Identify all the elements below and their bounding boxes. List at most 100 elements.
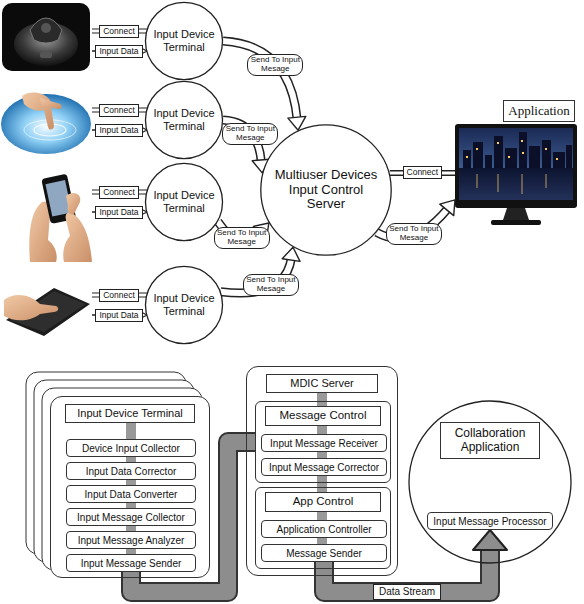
monitor-illustration-part bbox=[529, 146, 540, 168]
circle-shape bbox=[145, 81, 222, 158]
edge-label-box: Send To Input Mesage bbox=[222, 123, 278, 145]
container-box: Message ControlInput Message ReceiverInp… bbox=[255, 401, 391, 483]
arrow-head bbox=[282, 247, 300, 261]
wire-label-box: Connect bbox=[99, 25, 139, 38]
monitor-illustration-part bbox=[497, 174, 499, 192]
wire-label-box: Connect bbox=[99, 289, 139, 302]
circle-shape bbox=[145, 2, 222, 79]
touch-table-photo-part bbox=[22, 93, 54, 130]
edge-label-box: Send To Input Mesage bbox=[243, 274, 299, 296]
node-label: Input Message Processor bbox=[433, 516, 546, 527]
node-label: Multiuser Devices Input Control Server bbox=[271, 168, 381, 213]
wire-label: Input Data bbox=[99, 207, 138, 218]
monitor-illustration-part bbox=[556, 158, 558, 160]
monitor-illustration-part bbox=[553, 152, 565, 168]
node-label: Message Sender bbox=[286, 548, 362, 559]
touchpad-photo bbox=[4, 288, 90, 336]
module-box: Message Sender bbox=[261, 544, 387, 562]
monitor-illustration-part bbox=[542, 140, 551, 168]
node-label: Application Controller bbox=[276, 524, 371, 535]
stacked-terminal-frames-part bbox=[50, 396, 210, 578]
device-wire bbox=[92, 31, 147, 319]
edge-label: Connect bbox=[407, 167, 439, 178]
wire-label: Connect bbox=[103, 290, 135, 301]
wire-label-box: Input Data bbox=[95, 124, 142, 137]
wire-label: Input Data bbox=[99, 125, 138, 136]
module-box: Input Message Analyzer bbox=[66, 531, 196, 549]
wire-label-box: Input Data bbox=[95, 45, 142, 58]
wire-label-box: Connect bbox=[99, 104, 139, 117]
monitor-illustration-part bbox=[545, 174, 547, 188]
stacked-terminal-frames bbox=[26, 372, 210, 578]
monitor-illustration-part bbox=[519, 132, 527, 168]
edge-label-box: Data Stream bbox=[373, 584, 441, 600]
node-label: Input Device Terminal bbox=[152, 292, 216, 317]
process-circle: Input Device Terminal bbox=[145, 163, 223, 241]
node-label: Input Data Corrector bbox=[86, 466, 177, 477]
haptic-device-photo bbox=[2, 3, 90, 71]
monitor-illustration-part bbox=[505, 148, 517, 168]
heading-box: MDIC Server bbox=[266, 374, 378, 393]
module-box: Application Controller bbox=[261, 520, 387, 538]
smartphone-photo-part bbox=[63, 213, 92, 262]
node-label: Input Device Terminal bbox=[152, 28, 216, 53]
monitor-illustration-part bbox=[508, 156, 510, 158]
touchpad-photo-part bbox=[4, 295, 58, 320]
container-box: Input Device TerminalDevice Input Collec… bbox=[50, 396, 210, 578]
process-circle: Multiuser Devices Input Control Server bbox=[260, 124, 392, 256]
circle-shape bbox=[261, 125, 391, 255]
touch-table-photo-part bbox=[40, 98, 61, 109]
edge-label: Send To Input Mesage bbox=[250, 56, 300, 74]
edge-label: Send To Input Mesage bbox=[225, 125, 275, 143]
module-box: Input Message Processor bbox=[427, 512, 552, 530]
monitor-illustration-part bbox=[503, 208, 529, 220]
monitor-illustration-part bbox=[522, 152, 524, 154]
arrow-head bbox=[473, 530, 507, 550]
process-circle: Input Device Terminal bbox=[145, 2, 223, 80]
smartphone-photo-part bbox=[66, 193, 80, 214]
wire-label: Input Data bbox=[99, 310, 138, 321]
node-label: Input Message Sender bbox=[81, 558, 182, 569]
node-label: Input Message Corrector bbox=[269, 462, 379, 473]
monitor-illustration-part bbox=[455, 124, 577, 208]
edge-label: Send To Input Mesage bbox=[217, 229, 267, 247]
process-circle: Input Device Terminal bbox=[145, 266, 223, 344]
module-box: Input Data Corrector bbox=[66, 462, 196, 480]
arrow-outline bbox=[223, 41, 297, 119]
heading-box: Input Device Terminal bbox=[65, 404, 195, 423]
application-monitor: Application bbox=[455, 100, 577, 228]
node-label: Input Device Terminal bbox=[152, 107, 216, 132]
heading-box: Application bbox=[503, 100, 575, 122]
haptic-device-photo-part bbox=[41, 23, 51, 33]
module-box: Input Message Corrector bbox=[261, 458, 387, 476]
edge-label: Send To Input Mesage bbox=[246, 276, 296, 294]
monitor-illustration-part bbox=[459, 128, 573, 200]
monitor-illustration-part bbox=[494, 136, 503, 168]
wire-label: Connect bbox=[103, 26, 135, 37]
container-box: MDIC ServerMessage ControlInput Message … bbox=[246, 366, 398, 576]
haptic-device-photo-part bbox=[14, 22, 78, 66]
edge-label: Send To Input Mesage bbox=[389, 225, 439, 243]
haptic-device-photo-part bbox=[30, 18, 62, 43]
monitor-illustration-part bbox=[463, 150, 471, 168]
monitor-illustration bbox=[455, 124, 577, 225]
monitor-illustration-part bbox=[466, 156, 468, 158]
wire-label-box: Connect bbox=[99, 186, 139, 199]
module-box: Device Input Collector bbox=[66, 439, 196, 457]
node-label: Input Data Converter bbox=[85, 489, 178, 500]
smartphone-photo bbox=[29, 174, 92, 262]
heading-box: Message Control bbox=[265, 406, 381, 426]
wire-label-box: Input Data bbox=[95, 206, 142, 219]
touch-table-photo-part bbox=[1, 94, 91, 154]
monitor-illustration-part bbox=[485, 155, 492, 168]
wire-label-box: Input Data bbox=[95, 309, 142, 322]
monitor-illustration-part bbox=[497, 142, 499, 144]
process-circle: Input Device Terminal bbox=[145, 81, 223, 159]
edge-label-box: Send To Input Mesage bbox=[214, 227, 270, 249]
edge-label-box: Send To Input Mesage bbox=[386, 223, 442, 245]
monitor-illustration-part bbox=[476, 174, 478, 188]
wire-label: Connect bbox=[103, 187, 135, 198]
module-box: Input Message Receiver bbox=[261, 434, 387, 452]
node-label: Device Input Collector bbox=[82, 443, 180, 454]
